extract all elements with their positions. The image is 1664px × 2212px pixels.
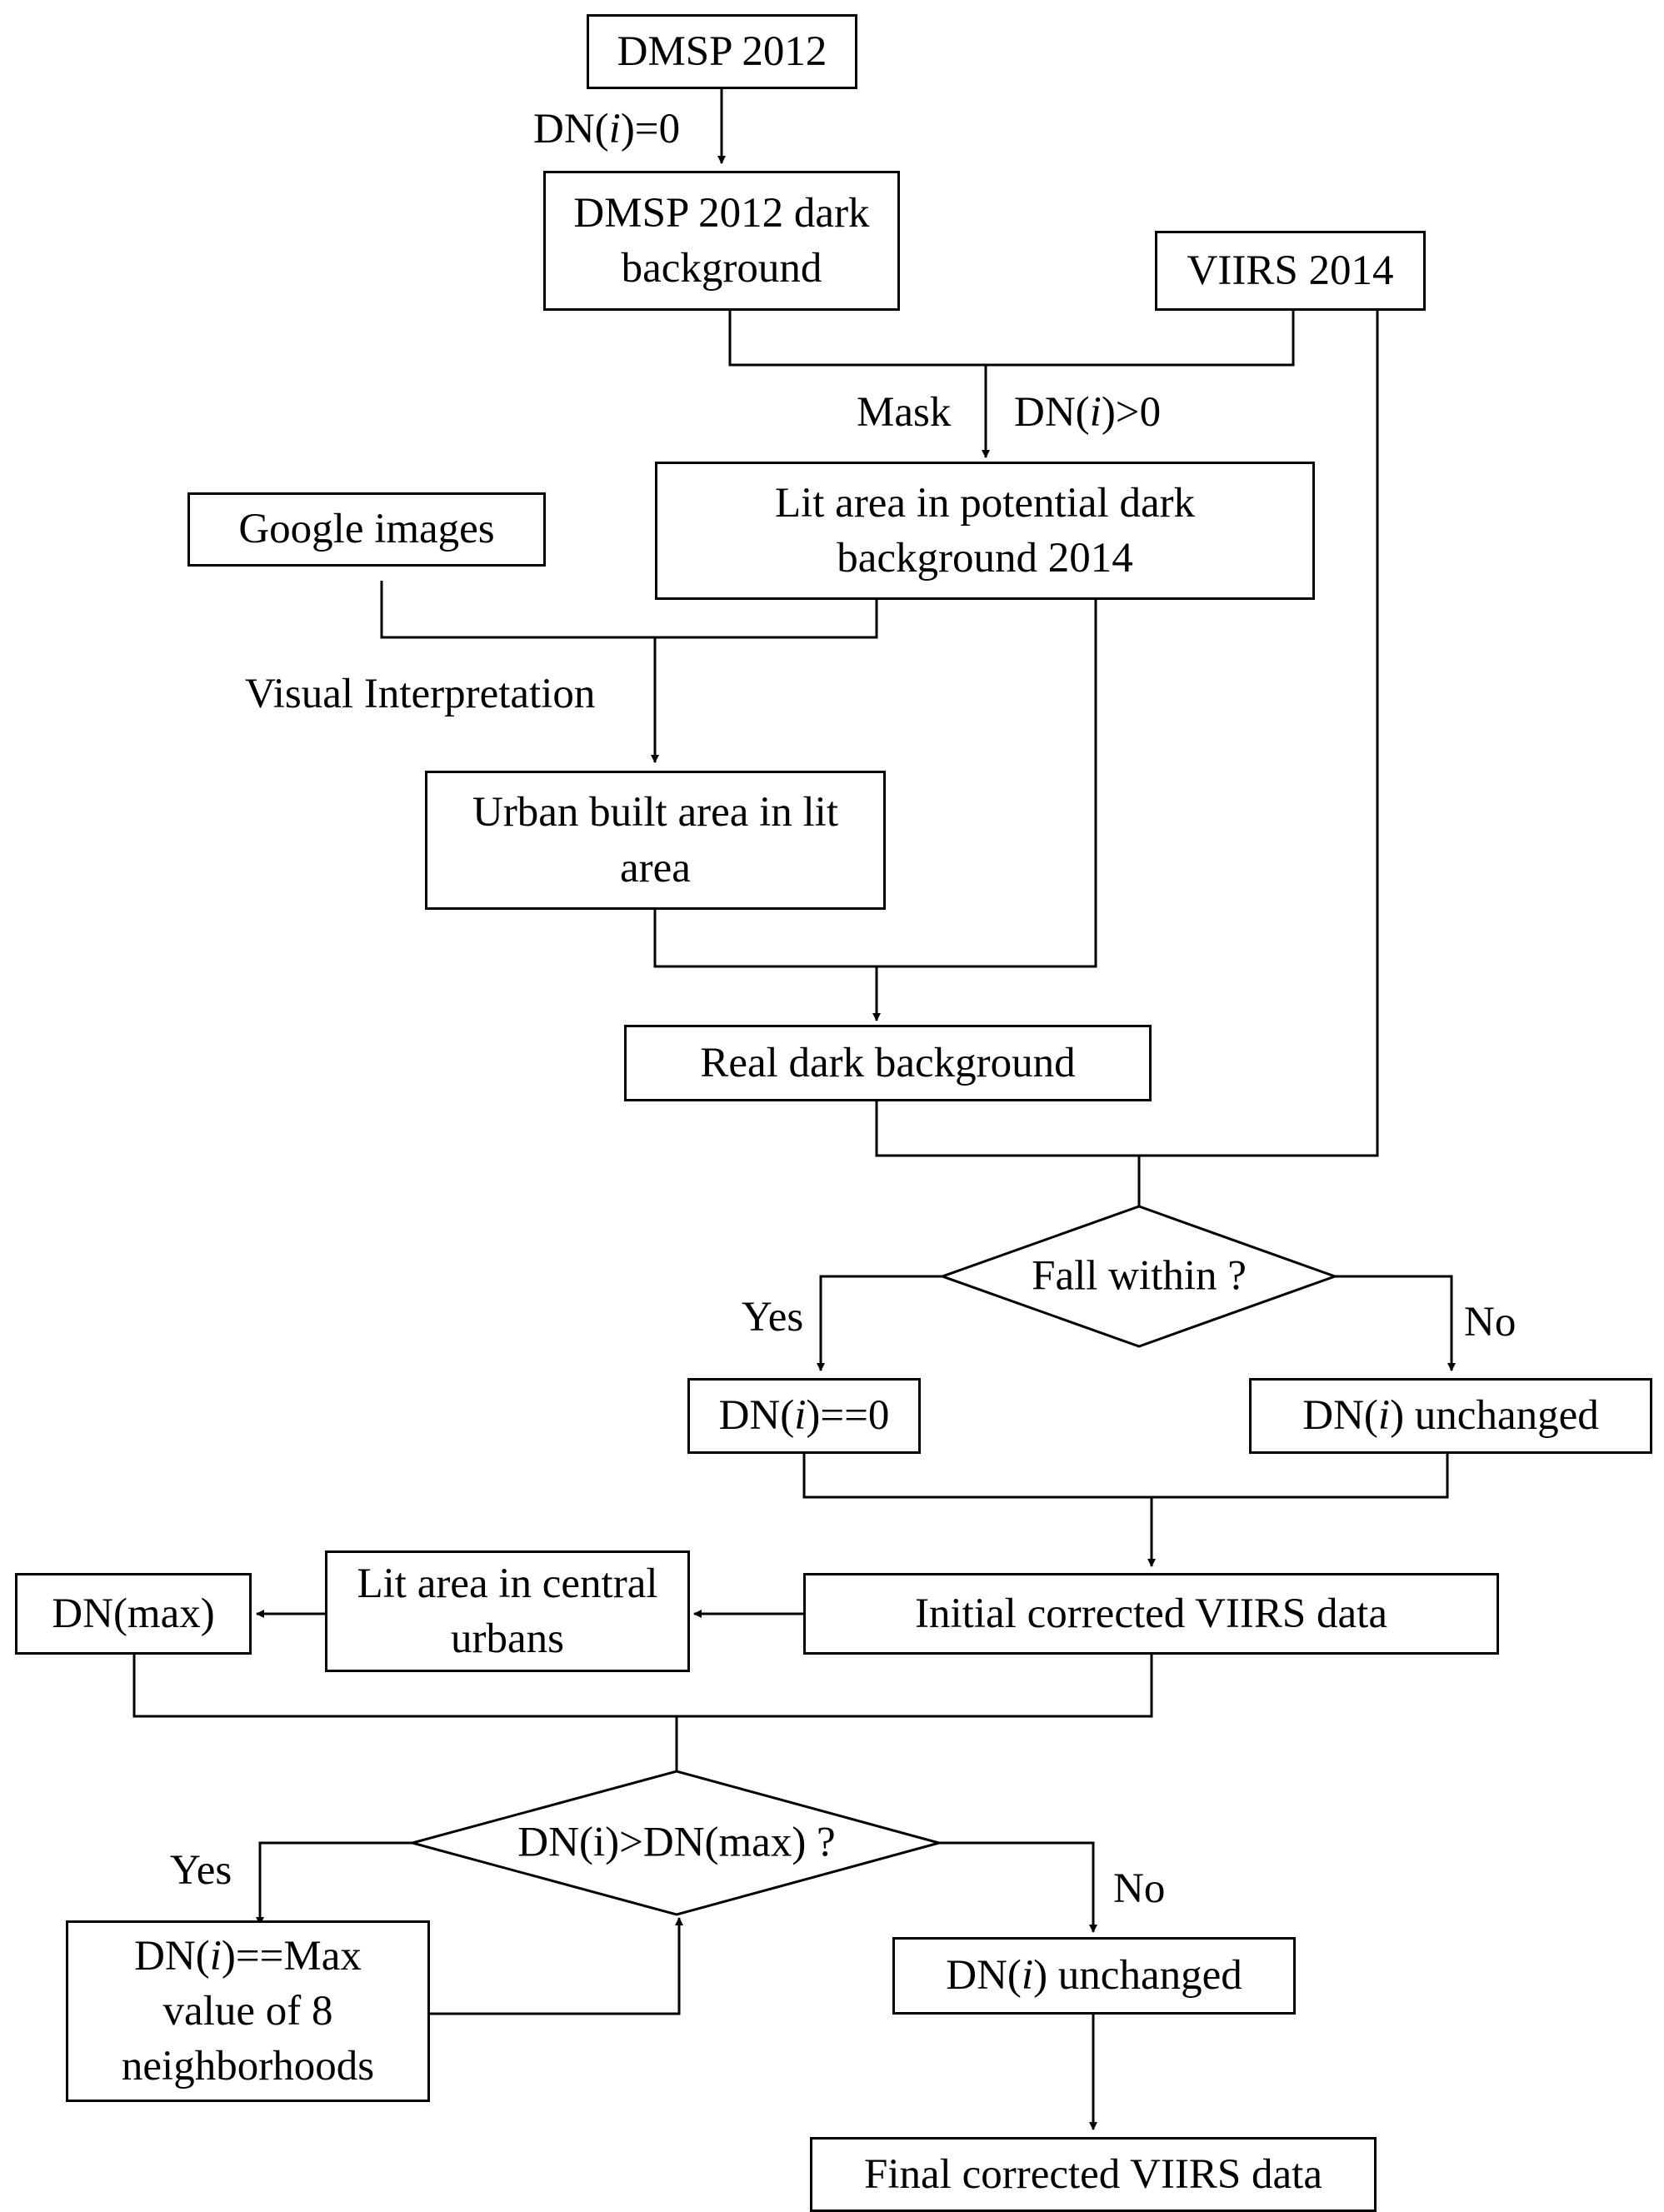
edge-zero-merge	[802, 1454, 1449, 1499]
final-corrected-viirs-node: Final corrected VIIRS data	[810, 2137, 1377, 2212]
edge-loop-back	[430, 1917, 683, 2015]
fall-within-decision-label: Fall within ?	[1032, 1252, 1247, 1300]
dn-max-node: DN(max)	[15, 1573, 252, 1655]
dn-unchanged-label-1: DN(i) unchanged	[1302, 1392, 1599, 1440]
final-corrected-viirs-label: Final corrected VIIRS data	[864, 2150, 1322, 2198]
edge-fall-yes	[817, 1275, 942, 1371]
dn-compare-decision-label: DN(i)>DN(max) ?	[517, 1819, 836, 1866]
mask-edge-label: Mask	[857, 389, 952, 436]
initial-corrected-viirs-node: Initial corrected VIIRS data	[803, 1573, 1499, 1655]
google-images-label: Google images	[238, 506, 495, 553]
dn-eq-zero-edge-label: DN(i)=0	[533, 106, 681, 152]
decision-dn-compare-shape	[407, 1770, 944, 1916]
yes-edge-label-1: Yes	[742, 1294, 804, 1341]
edge-darkbg-merge	[728, 311, 1295, 367]
dn-unchanged-node-1: DN(i) unchanged	[1249, 1378, 1652, 1454]
dn-equals-max-label: DN(i)==Max value of 8 neighborhoods	[121, 1932, 375, 2090]
dn-max-label: DN(max)	[52, 1590, 215, 1637]
dn-equals-zero-node: DN(i)==0	[687, 1378, 921, 1454]
lit-area-central-urbans-label: Lit area in central urbans	[357, 1560, 658, 1662]
no-edge-label-1: No	[1464, 1299, 1517, 1346]
lit-area-potential-label: Lit area in potential dark background 20…	[774, 479, 1196, 582]
real-dark-background-node: Real dark background	[624, 1025, 1152, 1101]
initial-corrected-viirs-label: Initial corrected VIIRS data	[915, 1590, 1387, 1637]
edge-realdark-merge	[875, 1101, 1141, 1206]
edge-compare-no	[939, 1841, 1097, 1933]
visual-interpretation-edge-label: Visual Interpretation	[245, 671, 596, 717]
lit-area-central-urbans-node: Lit area in central urbans	[325, 1550, 690, 1672]
urban-built-area-label: Urban built area in lit area	[472, 789, 839, 891]
edge-compare-yes	[256, 1841, 412, 1925]
google-images-node: Google images	[187, 492, 546, 567]
dmsp-2012-dark-background-label: DMSP 2012 dark background	[573, 189, 870, 292]
viirs-2014-node: VIIRS 2014	[1155, 231, 1426, 311]
dmsp-2012-label: DMSP 2012	[617, 27, 827, 75]
dmsp-2012-dark-background-node: DMSP 2012 dark background	[543, 171, 900, 311]
dn-gt-zero-edge-label: DN(i)>0	[1014, 389, 1162, 436]
edge-viirs-down	[1139, 311, 1379, 1157]
dn-equals-zero-label: DN(i)==0	[718, 1392, 890, 1440]
decision-fall-within-shape	[938, 1205, 1339, 1348]
edge-dnmax-merge	[132, 1655, 1153, 1718]
no-edge-label-2: No	[1113, 1865, 1166, 1912]
urban-built-area-node: Urban built area in lit area	[425, 771, 886, 910]
dmsp-2012-node: DMSP 2012	[587, 14, 857, 89]
dn-equals-max-node: DN(i)==Max value of 8 neighborhoods	[66, 1920, 430, 2102]
edge-google-merge	[380, 581, 878, 639]
yes-edge-label-2: Yes	[170, 1847, 232, 1894]
edge-fall-no	[1335, 1275, 1456, 1371]
real-dark-background-label: Real dark background	[700, 1039, 1076, 1086]
dn-unchanged-label-2: DN(i) unchanged	[946, 1952, 1242, 2000]
dn-unchanged-node-2: DN(i) unchanged	[892, 1937, 1296, 2015]
lit-area-potential-node: Lit area in potential dark background 20…	[655, 462, 1315, 600]
viirs-2014-label: VIIRS 2014	[1187, 247, 1394, 294]
